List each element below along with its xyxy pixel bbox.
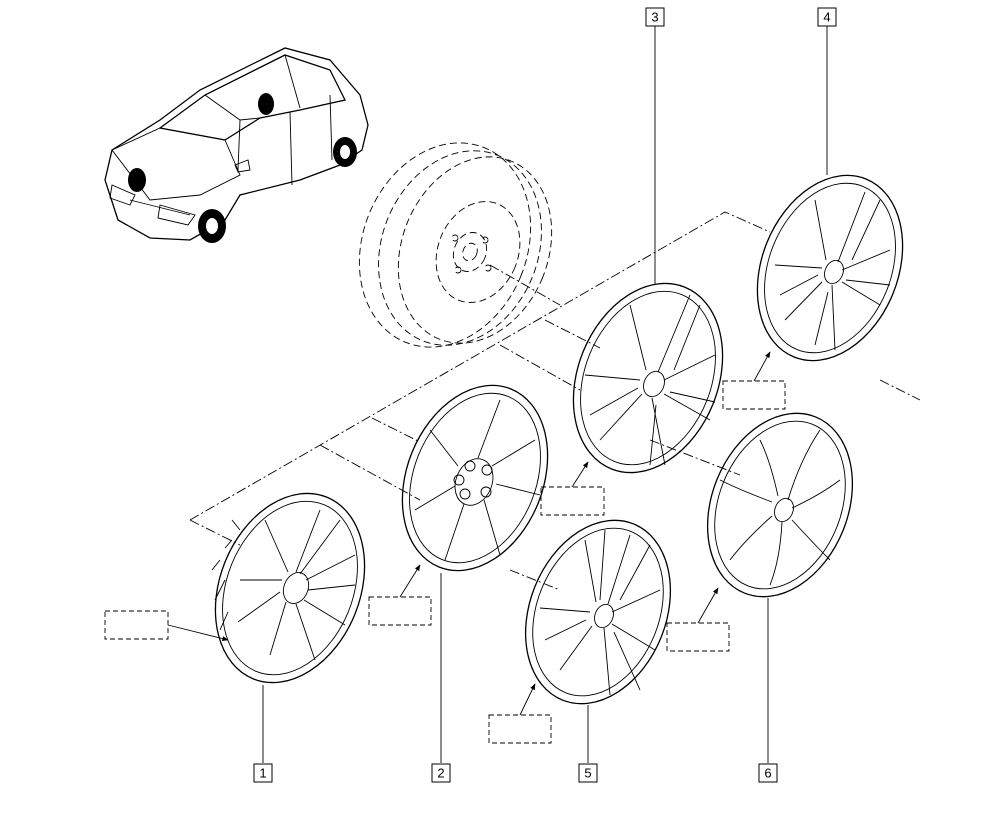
callout-2: 2 [431, 763, 451, 783]
callout-6-label: 6 [764, 766, 771, 781]
callout-3-label: 3 [651, 10, 658, 25]
wheel-cover-1 [211, 492, 366, 684]
wheel-cover-4 [756, 174, 904, 362]
wheel-cover-6 [706, 412, 854, 598]
callout-5-label: 5 [584, 766, 591, 781]
callout-1-label: 1 [259, 766, 266, 781]
callout-1: 1 [253, 763, 273, 783]
car-illustration [104, 47, 369, 243]
callout-4: 4 [817, 7, 837, 27]
wheel-cover-2 [401, 384, 549, 572]
callout-3: 3 [645, 7, 665, 27]
front-wheel-marker [128, 168, 146, 192]
callout-5: 5 [578, 763, 598, 783]
wheel-cover-5 [524, 519, 672, 705]
steel-rim [358, 142, 561, 348]
callout-6: 6 [758, 763, 778, 783]
rear-wheel-marker-top [258, 93, 274, 115]
callout-4-label: 4 [823, 10, 830, 25]
wheel-cover-3 [572, 282, 724, 474]
callout-2-label: 2 [437, 766, 444, 781]
layout-guides [189, 211, 921, 591]
leader-lines [262, 25, 828, 763]
reference-boxes [104, 351, 786, 744]
